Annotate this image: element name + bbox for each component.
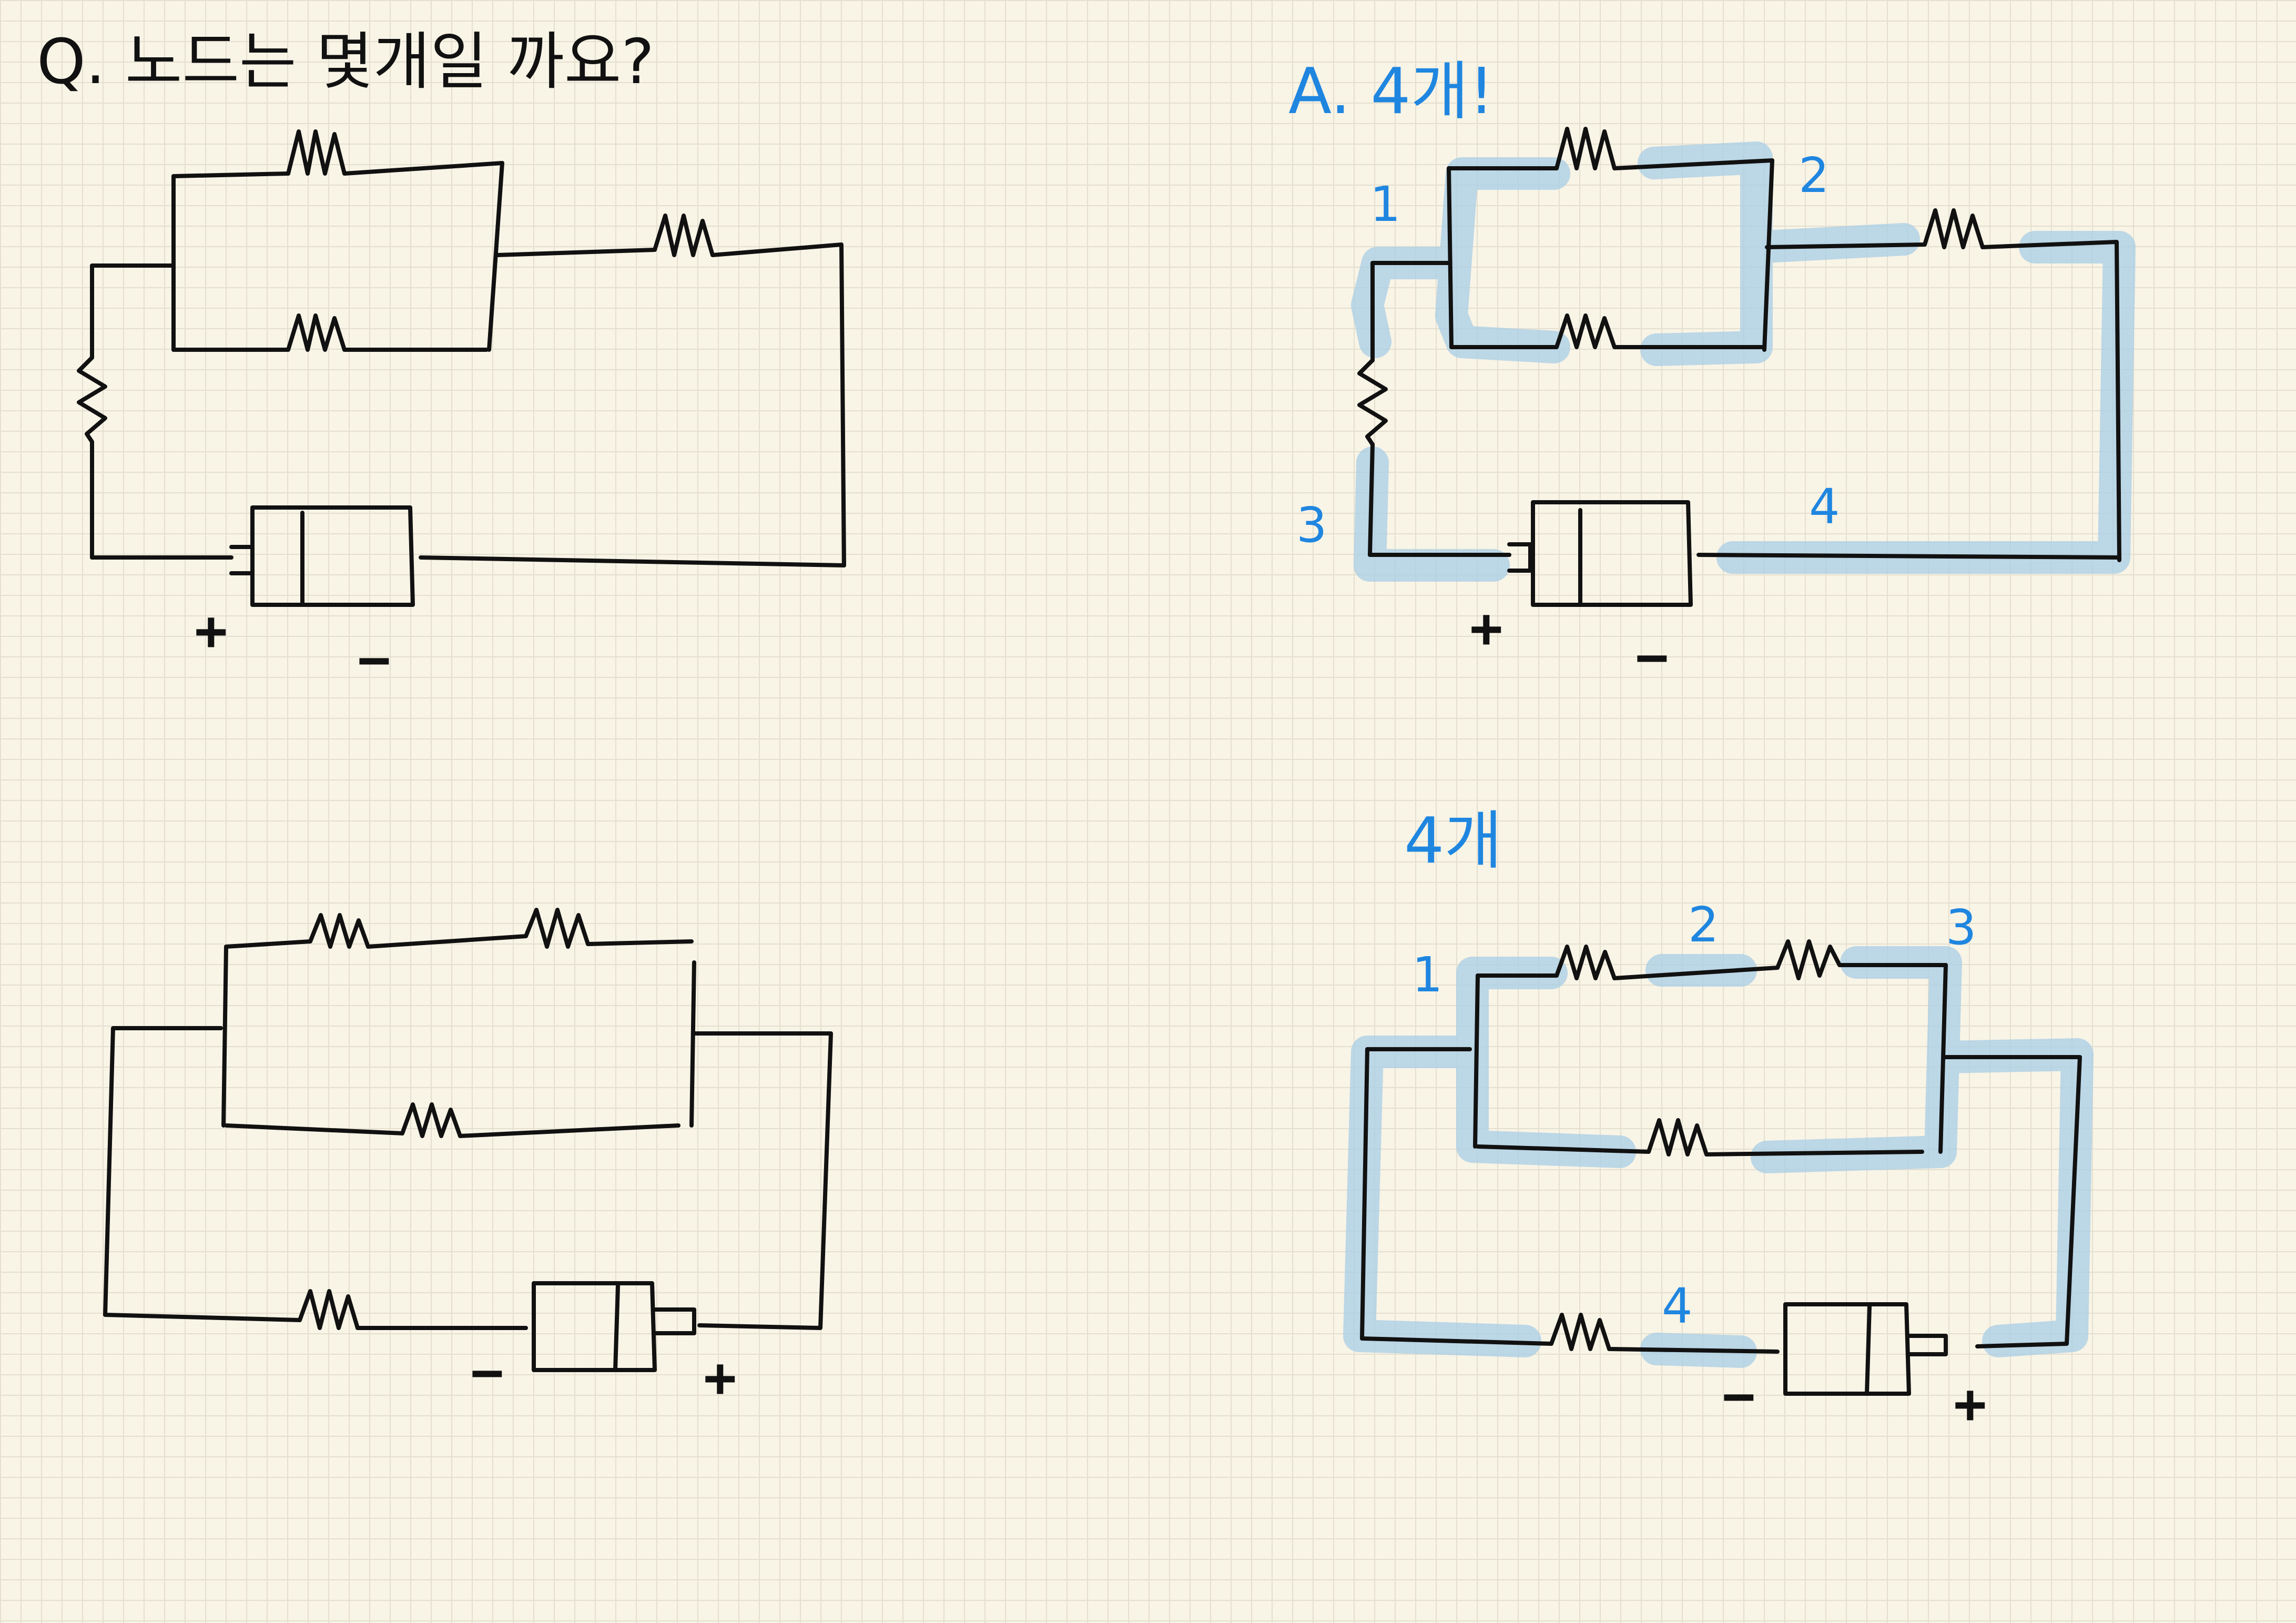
tl-left-feed-wire <box>77 263 176 560</box>
br-top-branch-wire <box>1476 939 1948 980</box>
bl-bottom-wire <box>103 1289 528 1330</box>
tl-battery-terminal <box>229 545 255 575</box>
bl-left-parallel-wire <box>221 945 228 1128</box>
tl-bottom-branch-wire <box>171 313 489 352</box>
tr-plus-sign: + <box>1470 596 1503 660</box>
br-node-label-4: 4 <box>1662 1278 1693 1334</box>
br-right-parallel-wire <box>1938 963 1948 1154</box>
br-battery-terminal <box>1907 1334 1948 1356</box>
br-left-parallel-wire <box>1473 973 1480 1149</box>
br-right-feed-wire <box>1944 1055 2082 1348</box>
bl-bottom-branch-wire <box>224 1102 680 1138</box>
br-node-label-3: 3 <box>1946 899 1977 956</box>
bl-minus-sign: − <box>471 1340 504 1404</box>
tr-bottom-return-wire <box>1696 553 2121 560</box>
br-minus-sign: − <box>1722 1364 1755 1428</box>
circuit-bottom-right: 1 2 3 4 − + <box>1343 897 2094 1436</box>
tr-right-series-wire <box>1765 208 2121 562</box>
bl-battery-plate <box>613 1284 620 1372</box>
br-node-1-highlight <box>1343 957 1636 1357</box>
bl-right-feed-wire <box>692 1031 833 1330</box>
answer-top-title: A. 4개! <box>1288 55 1494 128</box>
tr-right-parallel-wire <box>1762 158 1774 352</box>
tr-node-4-highlight <box>1716 231 2136 574</box>
tl-top-branch-wire <box>171 129 504 178</box>
br-plus-sign: + <box>1954 1372 1987 1436</box>
tr-battery-terminal <box>1507 542 1532 573</box>
answer-bottom-title: 4개 <box>1404 805 1502 878</box>
circuit-top-left: + − <box>77 129 846 692</box>
br-node-label-1: 1 <box>1412 947 1443 1003</box>
bl-right-parallel-wire <box>689 960 696 1128</box>
br-left-feed-wire <box>1360 1047 1472 1341</box>
circuit-top-right: 1 2 3 4 + − <box>1296 127 2136 689</box>
tl-battery-body <box>250 505 415 607</box>
bl-plus-sign: + <box>704 1345 737 1409</box>
tr-top-branch-wire <box>1447 127 1774 170</box>
tr-minus-sign: − <box>1635 625 1669 689</box>
br-battery-body <box>1783 1302 1911 1396</box>
tr-node-2-highlight <box>1638 141 1920 366</box>
bl-battery-terminal <box>653 1307 696 1335</box>
tl-minus-sign: − <box>358 627 391 692</box>
br-node-label-2: 2 <box>1688 897 1719 953</box>
tl-bottom-return-wire <box>419 555 846 567</box>
tr-node-label-4: 4 <box>1809 479 1840 535</box>
tl-plus-sign: + <box>195 599 228 663</box>
bl-top-branch-wire <box>224 908 694 949</box>
bl-battery-body <box>532 1281 657 1372</box>
tr-node-3-highlight <box>1354 447 1510 582</box>
tr-bottom-branch-wire <box>1449 313 1764 349</box>
tr-node-label-2: 2 <box>1799 147 1830 204</box>
tr-node-label-1: 1 <box>1370 176 1401 232</box>
question-title: Q. 노드는 몇개일 까요? <box>37 25 654 98</box>
circuit-bottom-left: − + <box>103 908 833 1409</box>
br-battery-plate <box>1865 1305 1872 1396</box>
tr-node-label-3: 3 <box>1296 497 1327 553</box>
tr-left-feed-wire <box>1357 261 1451 557</box>
tr-battery-body <box>1531 500 1693 607</box>
tl-right-series-wire <box>495 214 846 567</box>
br-bottom-wire <box>1360 1313 1780 1354</box>
bl-left-feed-wire <box>103 1026 223 1317</box>
tr-left-parallel-wire <box>1447 166 1454 349</box>
br-bottom-branch-wire <box>1476 1118 1924 1157</box>
